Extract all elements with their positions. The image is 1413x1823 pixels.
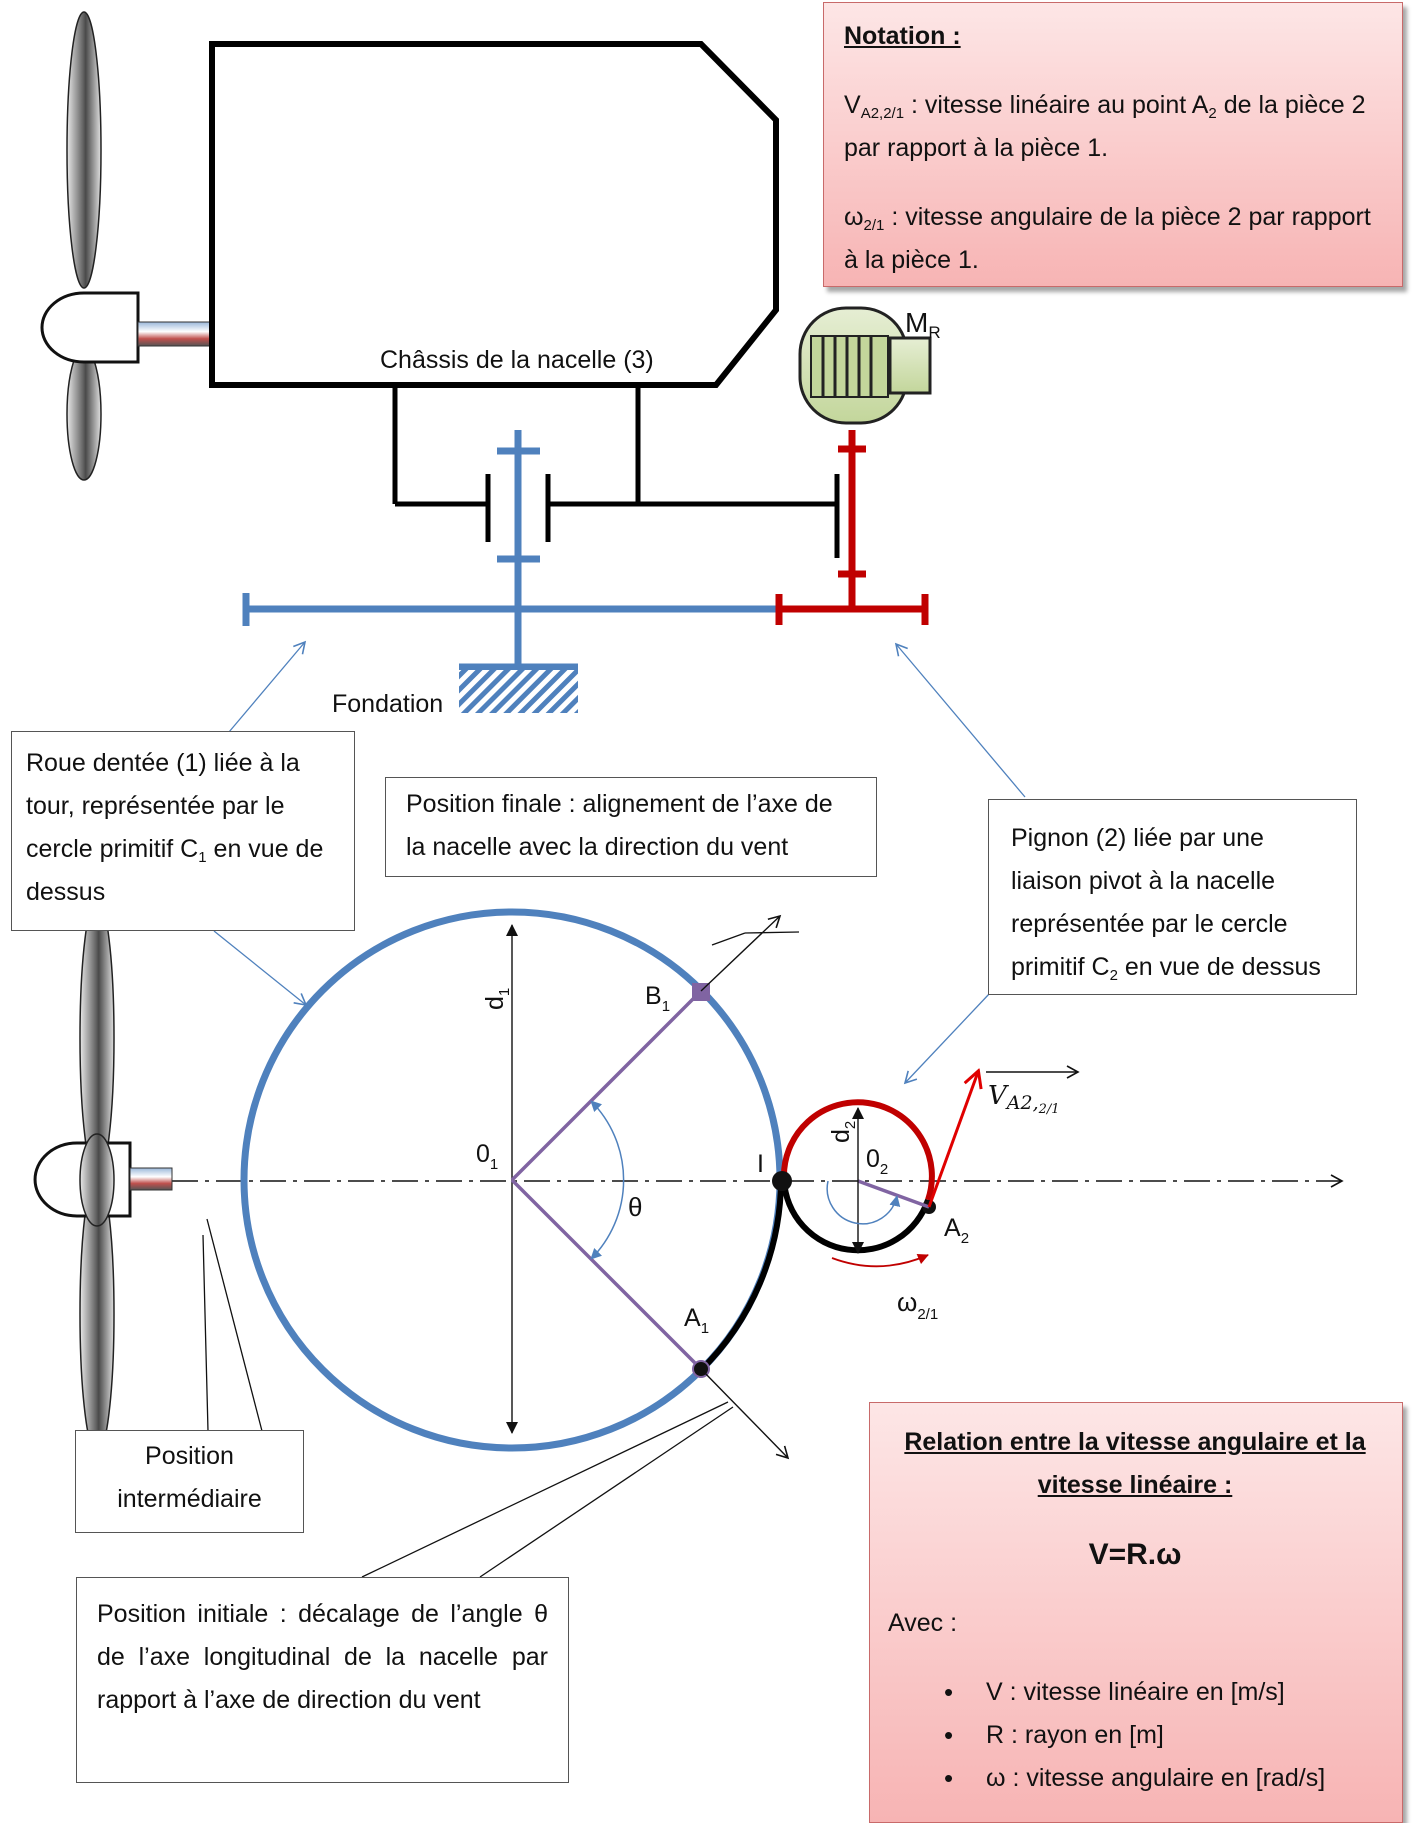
callout-intermediaire: Position intermédiaire: [75, 1430, 304, 1533]
a2-label: A2: [944, 1214, 969, 1247]
pinion-c2-red-arc: [780, 1099, 935, 1201]
blade-center-icon: [79, 1133, 115, 1227]
pinion-axis: [775, 430, 929, 625]
w-text: : vitesse angulaire de la pièce 2 par ra…: [844, 203, 1371, 274]
point-i: [772, 1171, 792, 1191]
blade-bottom-icon: [66, 347, 102, 481]
chassis-label: Châssis de la nacelle (3): [380, 346, 654, 374]
rotor-shaft: [137, 321, 213, 347]
radius-o2-a2: [857, 1179, 930, 1209]
v-symbol: V: [844, 91, 861, 119]
roue-text: Roue dentée (1) liée à la tour, représen…: [26, 749, 300, 863]
o1-label: 01: [476, 1140, 498, 1173]
initiale-text: Position initiale : décalage de l’angle …: [97, 1600, 548, 1714]
normal-b1: [700, 914, 782, 992]
finale-text: Position finale : alignement de l’axe de…: [406, 790, 833, 861]
roue-text-end: en vue de dessus: [26, 835, 324, 906]
pinion-rotation-arc: [826, 1180, 901, 1225]
pignon-text: Pignon (2) liée par une liaison pivot à …: [1011, 824, 1288, 981]
callout-finale: Position finale : alignement de l’axe de…: [385, 777, 877, 877]
w-sub: 2/1: [863, 217, 885, 234]
v-sub: A2,2/1: [860, 105, 905, 122]
rotor-bottom: [33, 897, 173, 1455]
o2-label: 02: [866, 1145, 888, 1178]
foundation-hatch: [459, 670, 578, 713]
relation-formula: V=R.ω: [1088, 1538, 1182, 1571]
roue-sub: 1: [198, 849, 207, 866]
blade-top-icon: [66, 11, 102, 289]
callout-initiale: Position initiale : décalage de l’angle …: [76, 1577, 569, 1783]
relation-box: Relation entre la vitesse angulaire et l…: [869, 1402, 1403, 1823]
omega-arrow: [831, 1253, 929, 1268]
notation-box: Notation : VA2,2/1 : vitesse linéaire au…: [823, 2, 1403, 287]
pivot-bearings: [485, 474, 840, 558]
relation-list: V : vitesse linéaire en [m/s] R : rayon …: [888, 1671, 1382, 1800]
callout-pointers-top: [213, 640, 1026, 1085]
radii-o1: [510, 989, 703, 1371]
arc-a1-i: [697, 1179, 784, 1374]
mr-label: MR: [905, 307, 941, 342]
v-text1-sub: 2: [1208, 105, 1217, 122]
w-symbol: ω: [844, 203, 864, 231]
motor-mr: [798, 306, 932, 425]
notation-w: ω2/1 : vitesse angulaire de la pièce 2 p…: [844, 196, 1382, 282]
hub-icon: [40, 291, 140, 364]
fondation-label: Fondation: [332, 690, 443, 718]
notation-title: Notation :: [844, 22, 961, 50]
v-text1: : vitesse linéaire au point A: [904, 91, 1209, 119]
callout-pignon: Pignon (2) liée par une liaison pivot à …: [988, 799, 1357, 995]
chassis-frame: [392, 385, 837, 507]
rotor-shaft-bottom: [129, 1167, 173, 1191]
notation-v: VA2,2/1 : vitesse linéaire au point A2 d…: [844, 84, 1382, 170]
theta-label: θ: [628, 1192, 642, 1222]
velocity-vector: [927, 1072, 978, 1208]
i-label: I: [757, 1150, 764, 1178]
v-text2: de la pièce 2 par rapport à la pièce 1.: [844, 91, 1366, 162]
nacelle-outline: [209, 41, 779, 388]
a1-label: A1: [684, 1304, 709, 1337]
pinion-c2-black-arc: [781, 1179, 931, 1254]
relation-item-v: V : vitesse linéaire en [m/s]: [888, 1671, 1382, 1714]
omega-label: ω2/1: [897, 1287, 938, 1323]
normal-a1: [700, 1368, 790, 1460]
pignon-sub: 2: [1109, 967, 1118, 984]
vector-label: VA2,2/1: [988, 1081, 1060, 1117]
relation-item-r: R : rayon en [m]: [888, 1714, 1382, 1757]
pignon-text-end: en vue de dessus: [1117, 953, 1321, 981]
relation-item-w: ω : vitesse angulaire en [rad/s]: [888, 1757, 1382, 1800]
b1-label: B1: [645, 982, 670, 1015]
rotor-top: [40, 11, 213, 481]
callout-roue: Roue dentée (1) liée à la tour, représen…: [11, 731, 355, 931]
relation-avec: Avec :: [888, 1609, 958, 1637]
d1-label: d1: [481, 988, 513, 1010]
d2-label: d2: [827, 1121, 859, 1143]
theta-arc: [590, 1100, 625, 1260]
tower-axis: [242, 430, 782, 671]
intermediaire-text: Position intermédiaire: [117, 1442, 262, 1513]
relation-title: Relation entre la vitesse angulaire et l…: [904, 1428, 1366, 1499]
